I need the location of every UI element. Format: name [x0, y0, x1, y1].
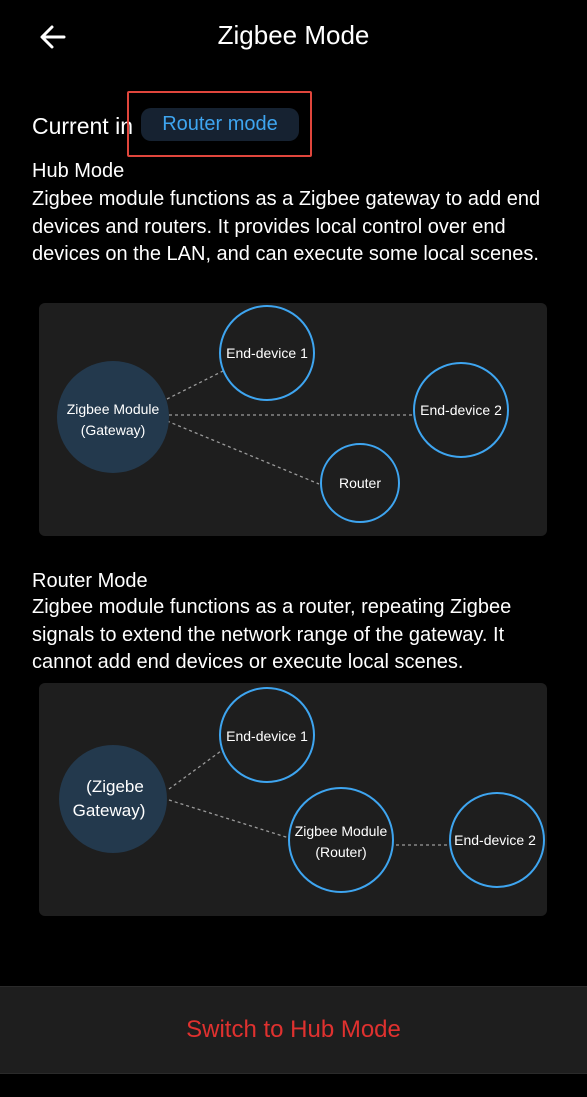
hub-end-device-1-label: End-device 1 — [226, 345, 308, 361]
router-end-device-2-node — [449, 792, 545, 888]
hub-router-node — [320, 443, 400, 523]
router-module-label-1: Zigbee Module — [295, 823, 388, 839]
hub-gateway-node — [57, 361, 169, 473]
router-gateway-label-1: (Zigebe — [86, 777, 144, 796]
hub-mode-diagram-svg: Zigbee Module (Gateway) End-device 1 End… — [57, 305, 509, 523]
page-title: Zigbee Mode — [217, 20, 370, 50]
current-mode-badge: Router mode — [141, 108, 299, 141]
back-button[interactable] — [34, 18, 74, 58]
router-link-end-device-1 — [168, 750, 222, 790]
hub-router-label: Router — [339, 475, 381, 491]
switch-to-hub-mode-button[interactable]: Switch to Hub Mode — [0, 986, 587, 1074]
hub-end-device-2-node — [413, 362, 509, 458]
router-mode-description: Zigbee module functions as a router, rep… — [32, 596, 512, 673]
hub-end-device-2-label: End-device 2 — [420, 402, 502, 418]
hub-mode-diagram: Zigbee Module (Gateway) End-device 1 End… — [39, 303, 547, 536]
hub-mode-title: Hub Mode — [32, 160, 125, 182]
router-mode-diagram-svg: (Zigebe Gateway) End-device 1 Zigbee Mod… — [59, 687, 545, 893]
router-gateway-node — [59, 745, 167, 853]
current-mode-row: Current in Router mode — [32, 108, 299, 144]
hub-gateway-label-1: Zigbee Module — [67, 401, 160, 417]
hub-gateway-label-2: (Gateway) — [81, 422, 146, 438]
hub-end-device-1-node — [219, 305, 315, 401]
hub-link-router — [166, 420, 320, 485]
router-module-label-2: (Router) — [315, 844, 366, 860]
router-gateway-label-2: Gateway) — [73, 801, 146, 820]
highlight-annotation — [127, 91, 312, 157]
hub-link-end-device-1 — [166, 370, 224, 400]
router-mode-title: Router Mode — [32, 570, 148, 592]
router-module-node — [288, 787, 394, 893]
router-link-module — [168, 799, 290, 839]
router-end-device-1-label: End-device 1 — [226, 728, 308, 744]
router-end-device-2-label: End-device 2 — [454, 832, 536, 848]
current-mode-label: Current in — [32, 112, 133, 139]
router-mode-diagram: (Zigebe Gateway) End-device 1 Zigbee Mod… — [39, 683, 547, 916]
header-bar: Zigbee Mode — [0, 0, 587, 76]
hub-mode-description: Zigbee module functions as a Zigbee gate… — [32, 188, 541, 265]
switch-to-hub-mode-label: Switch to Hub Mode — [186, 1016, 401, 1043]
arrow-left-icon — [40, 25, 66, 49]
router-end-device-1-node — [219, 687, 315, 783]
